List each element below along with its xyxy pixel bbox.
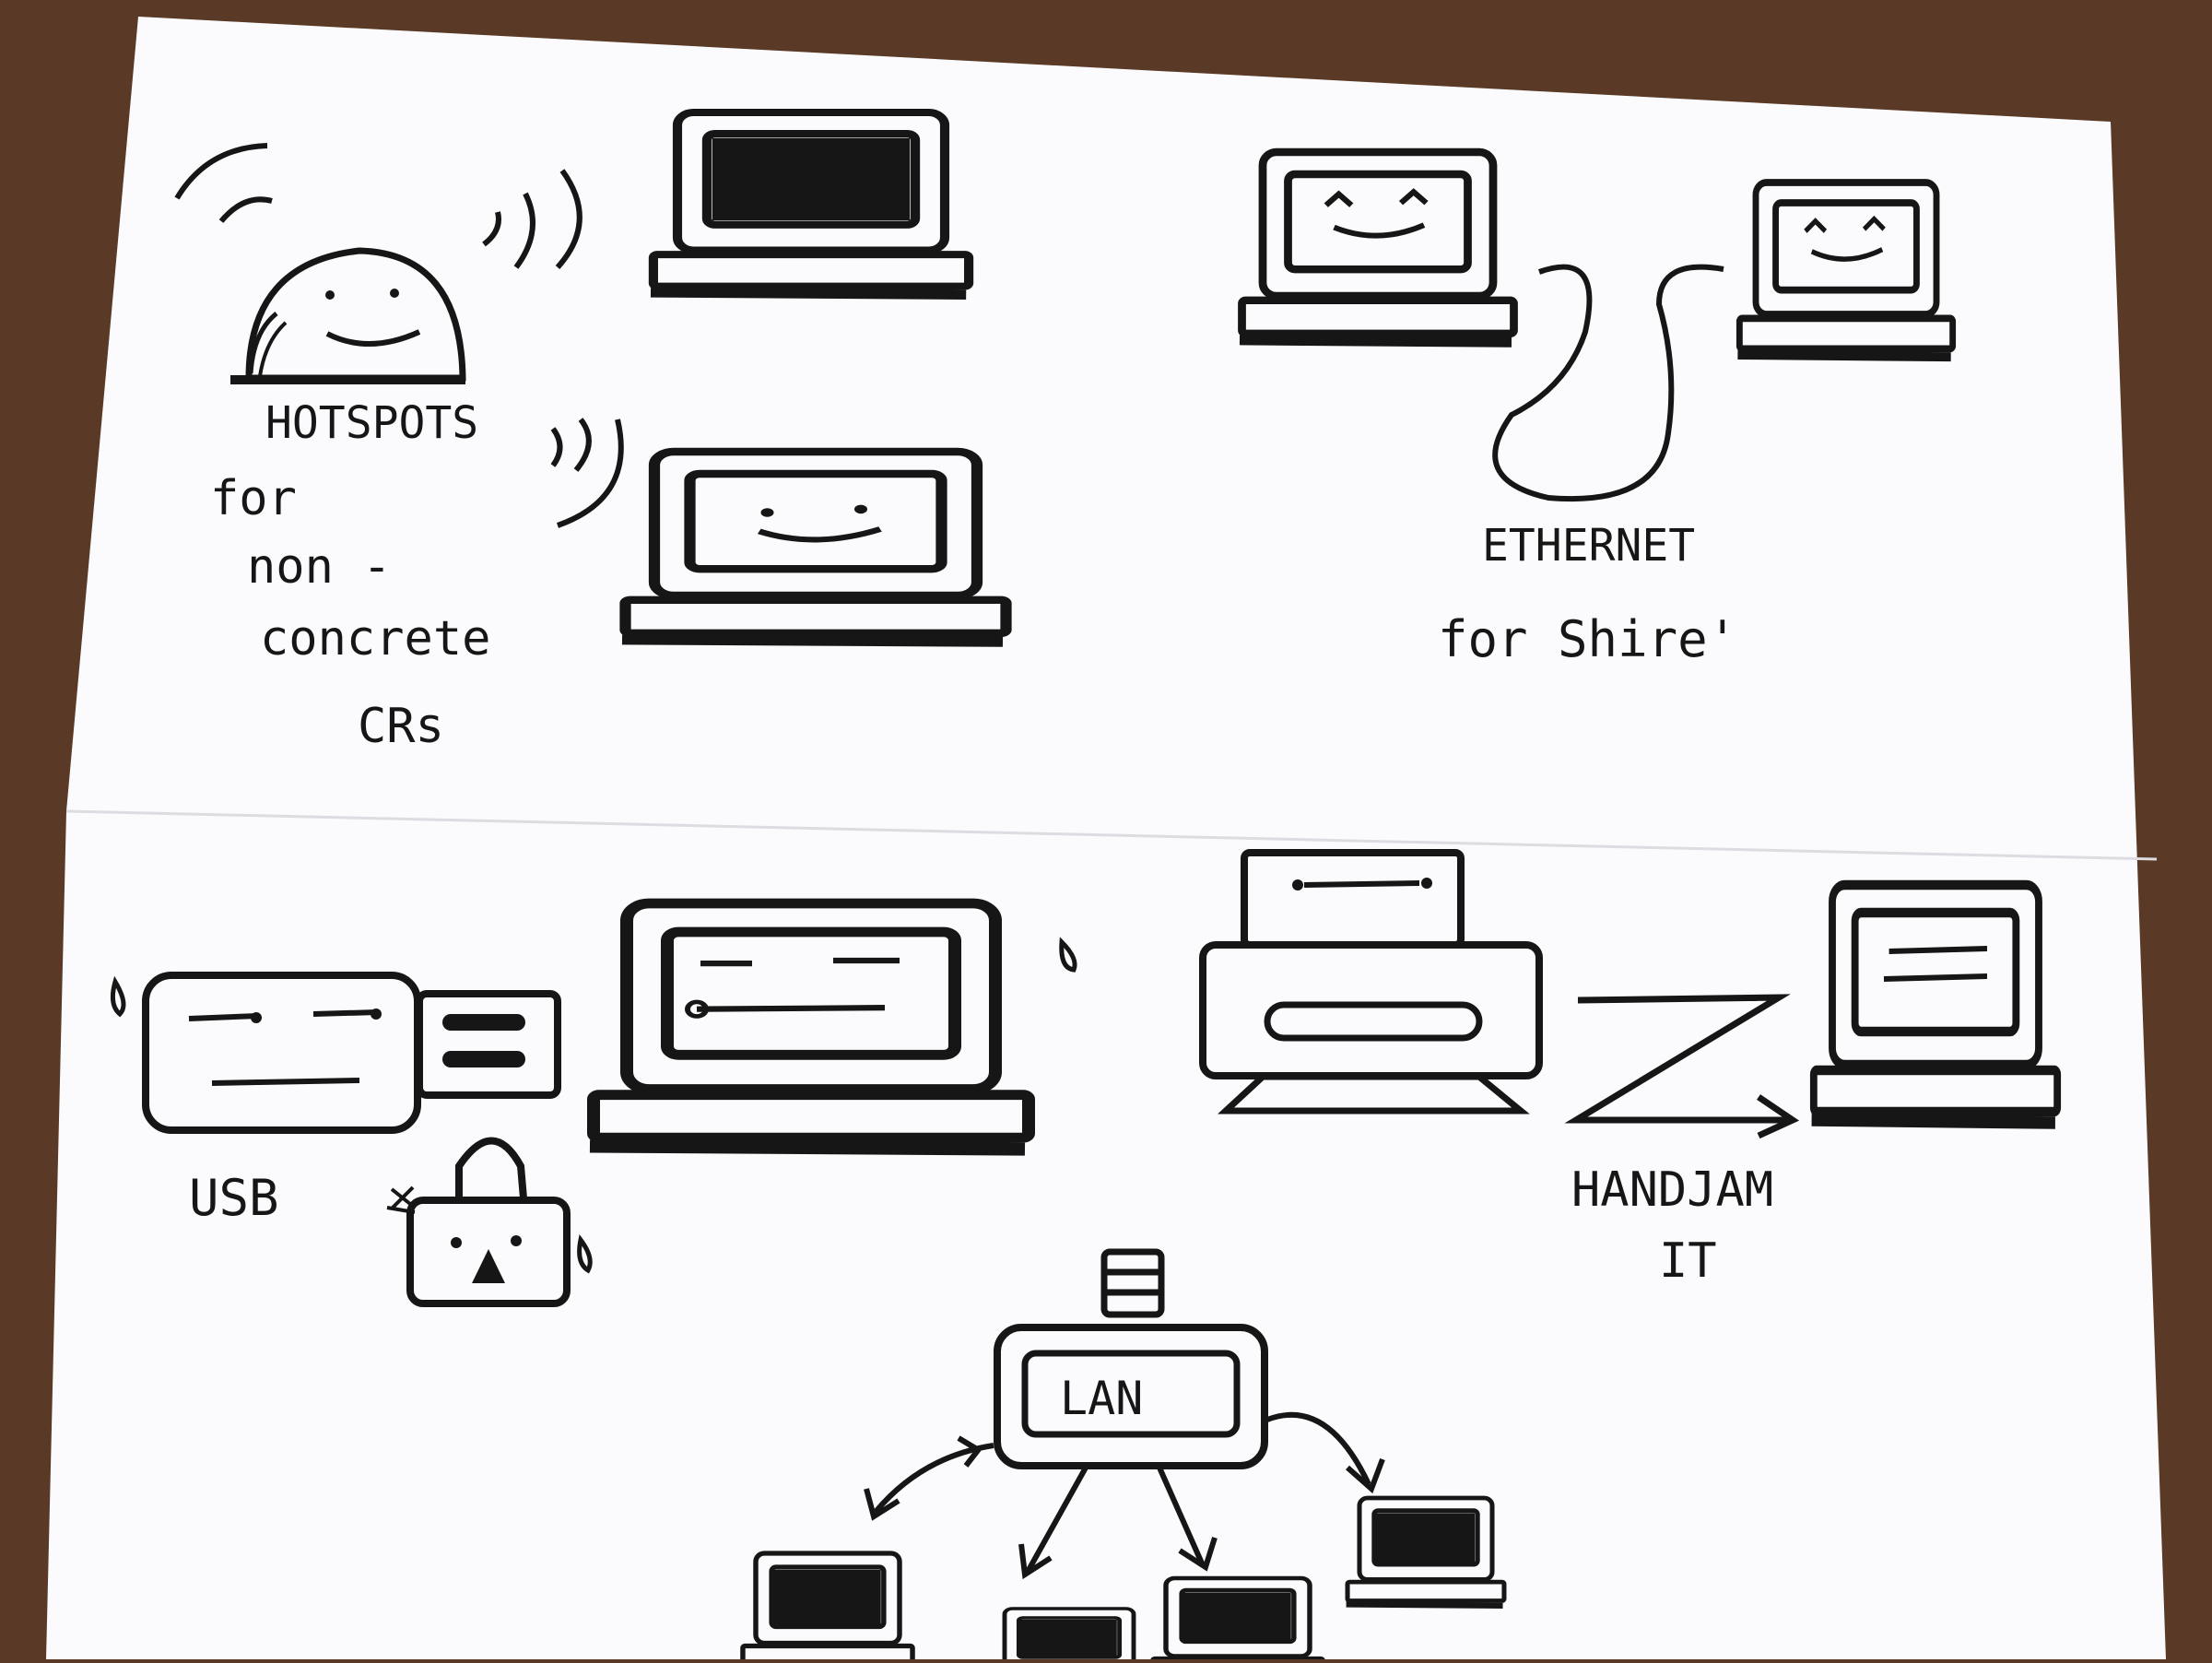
ethernet-subtitle: for Shire'	[1438, 610, 1737, 668]
hotspot-line-crs: CRs	[358, 699, 444, 754]
lan-links	[864, 1411, 1385, 1580]
database-icon	[1100, 1248, 1165, 1318]
padlock-icon	[386, 1137, 593, 1307]
laptop-icon	[741, 1553, 912, 1659]
arrow-icon	[1564, 994, 1791, 1124]
usb-section: USB	[110, 903, 1077, 1307]
hotspot-line-non: non -	[247, 539, 392, 595]
ethernet-cable	[1492, 264, 1724, 502]
printer-icon	[1199, 849, 1543, 1115]
paper-fold	[65, 809, 2158, 861]
hotspot-icon	[174, 143, 624, 528]
paper-sheet	[46, 17, 2166, 1659]
hotspot-title: HOTSPOTS	[265, 397, 478, 449]
handjam-title: HANDJAM	[1571, 1162, 1773, 1218]
server-icon: LAN	[994, 1324, 1268, 1469]
hotspot-line-for: for	[210, 471, 297, 526]
laptop-icon	[1812, 885, 2058, 1123]
laptop-icon	[590, 903, 1029, 1150]
lan-section: LAN	[741, 1248, 1504, 1659]
lan-label: LAN	[1060, 1372, 1143, 1425]
laptop-icon	[1347, 1498, 1504, 1606]
hotspot-section: HOTSPOTS for non - concrete CRs	[174, 112, 1006, 754]
laptop-icon	[992, 1609, 1146, 1659]
usb-label: USB	[189, 1169, 279, 1227]
handjam-section: HANDJAM IT	[1199, 849, 2058, 1289]
laptop-icon	[651, 112, 969, 295]
usb-drive-icon	[110, 972, 561, 1134]
handjam-subtitle: IT	[1659, 1233, 1717, 1289]
laptop-icon	[1240, 152, 1514, 342]
laptop-icon	[1151, 1578, 1323, 1659]
laptop-icon	[1737, 183, 1952, 357]
ethernet-title: ETHERNET	[1482, 520, 1695, 572]
ethernet-section: ETHERNET for Shire'	[1240, 152, 1953, 668]
hotspot-line-concrete: concrete	[260, 611, 490, 666]
laptop-icon	[622, 452, 1006, 642]
